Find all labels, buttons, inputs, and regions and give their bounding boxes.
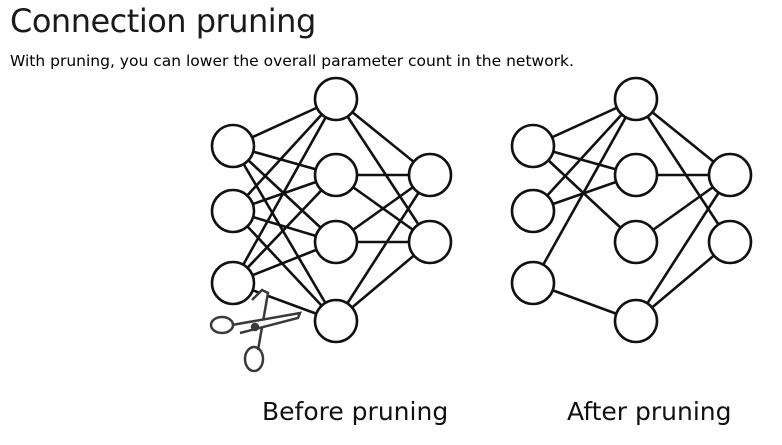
before-input-node	[210, 123, 256, 169]
before-hidden-node	[313, 219, 359, 265]
before-output-node	[407, 219, 453, 265]
before-connection	[232, 174, 337, 284]
network-before-pruning	[210, 76, 453, 344]
scissors-icon	[209, 288, 302, 373]
before-connection	[231, 98, 338, 284]
before-connection	[231, 145, 338, 322]
after-connection	[532, 98, 637, 212]
before-output-node	[407, 152, 453, 198]
caption-before-pruning: Before pruning	[262, 397, 449, 426]
before-input-node	[210, 188, 256, 234]
after-output-node	[707, 219, 753, 265]
slide-subtitle: With pruning, you can lower the overall …	[10, 52, 574, 70]
before-connection	[334, 174, 432, 322]
caption-after-pruning: After pruning	[567, 397, 732, 426]
after-connection	[531, 98, 638, 284]
before-hidden-node	[313, 152, 359, 198]
before-input-node	[210, 260, 256, 306]
after-hidden-node	[613, 219, 659, 265]
slide-title: Connection pruning	[10, 2, 316, 40]
network-after-pruning	[510, 76, 753, 344]
after-connection	[634, 174, 732, 322]
after-input-node	[510, 123, 556, 169]
after-output-node	[707, 152, 753, 198]
before-connection	[334, 98, 432, 243]
after-hidden-node	[613, 152, 659, 198]
before-connection	[232, 210, 337, 322]
before-hidden-node	[313, 76, 359, 122]
after-hidden-node	[613, 298, 659, 344]
after-input-node	[510, 260, 556, 306]
after-connection	[634, 98, 732, 243]
after-input-node	[510, 188, 556, 234]
before-hidden-node	[313, 298, 359, 344]
before-connection	[232, 98, 337, 212]
after-hidden-node	[613, 76, 659, 122]
